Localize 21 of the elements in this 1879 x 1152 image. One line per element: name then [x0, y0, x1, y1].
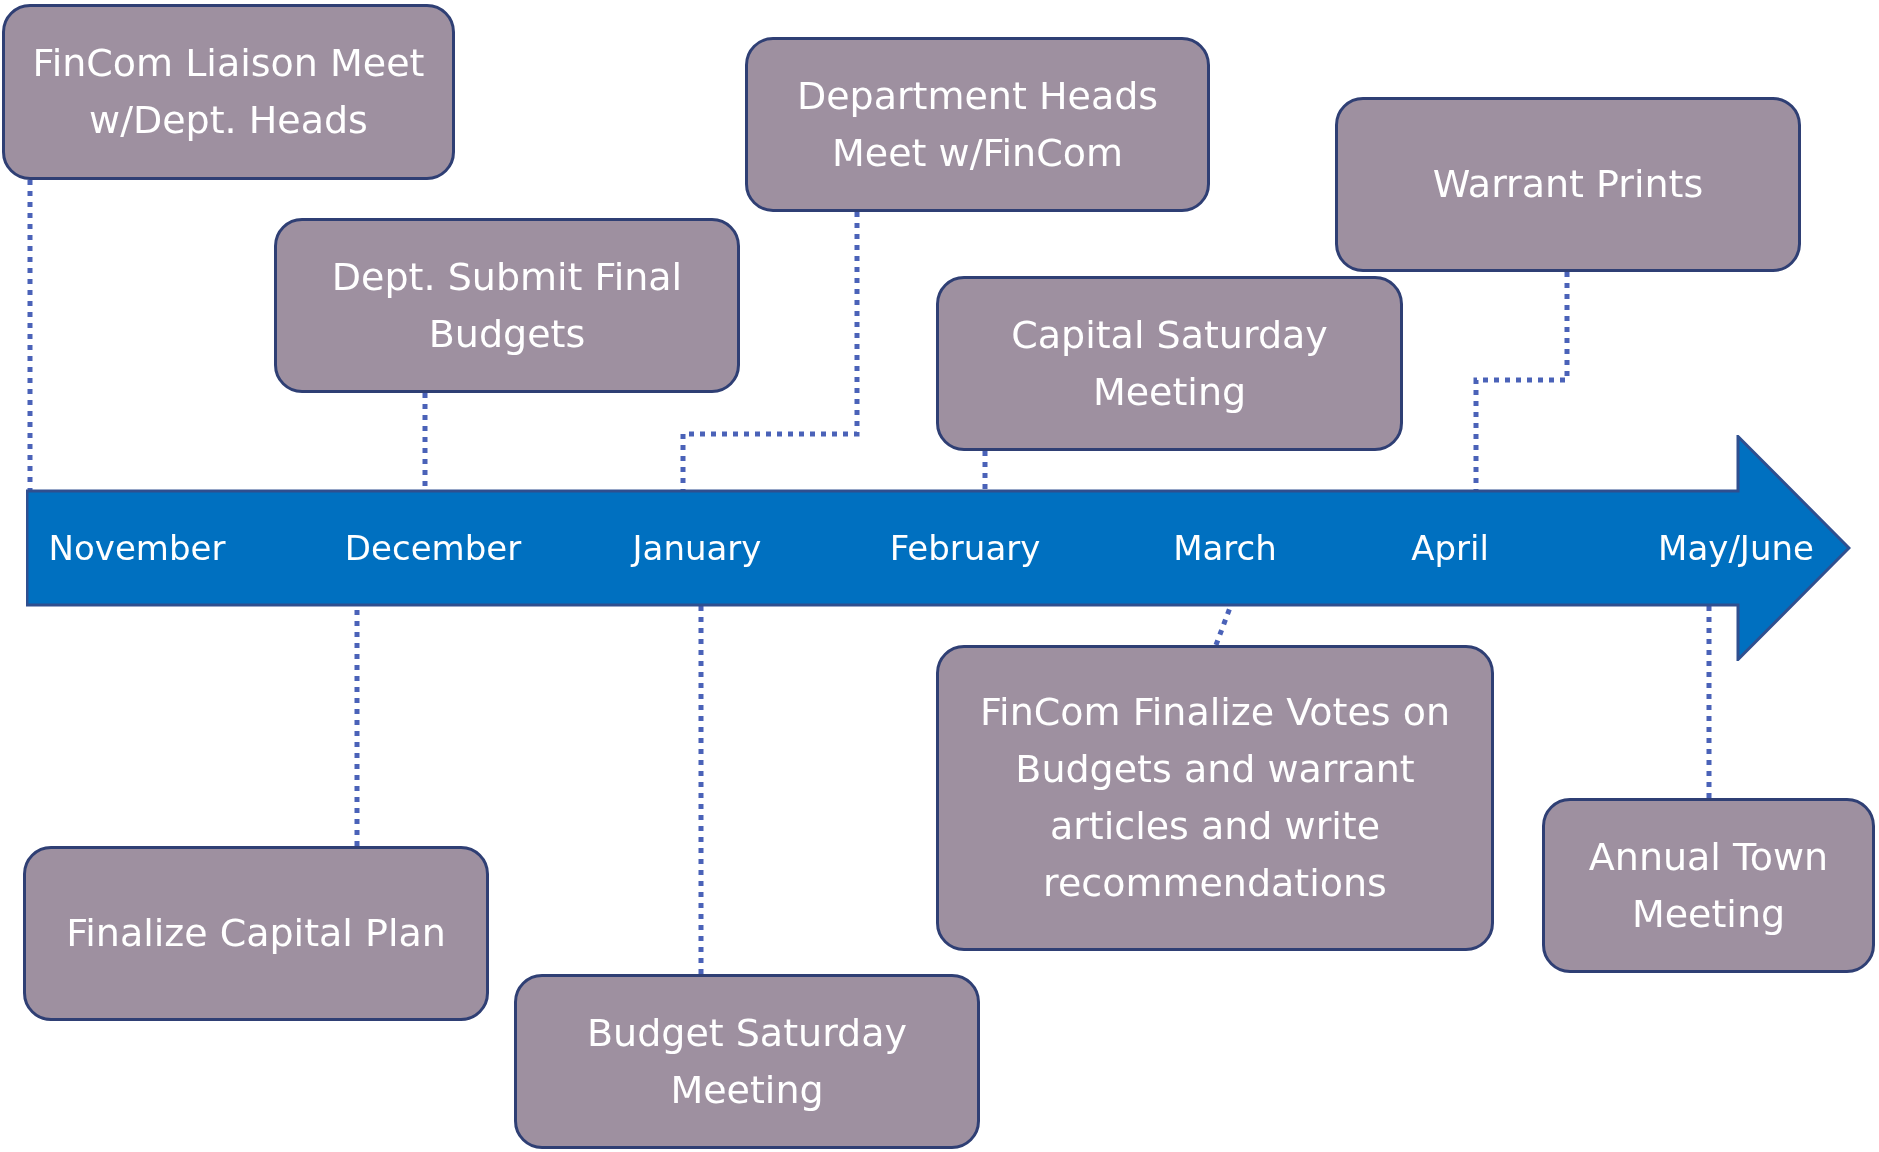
milestone-box: Capital Saturday Meeting	[936, 276, 1403, 451]
milestone-box: FinCom Liaison Meet w/Dept. Heads	[2, 4, 455, 180]
milestone-box: Annual Town Meeting	[1542, 798, 1875, 973]
leader-line	[27, 180, 33, 491]
leader-line	[1706, 605, 1712, 798]
month-label: March	[1173, 528, 1277, 568]
month-label: May/June	[1658, 528, 1814, 568]
milestone-box: Dept. Submit Final Budgets	[274, 218, 740, 393]
month-label: November	[48, 528, 226, 568]
milestone-box: Finalize Capital Plan	[23, 846, 489, 1021]
month-label: February	[889, 528, 1041, 568]
month-label: April	[1411, 528, 1489, 568]
month-label: January	[632, 528, 762, 568]
milestone-box: Warrant Prints	[1335, 97, 1801, 272]
timeline-arrow	[26, 435, 1851, 661]
leader-line	[982, 451, 988, 491]
milestone-box: FinCom Finalize Votes on Budgets and warrant articles and write recommendations	[936, 645, 1494, 951]
milestone-box: Budget Saturday Meeting	[514, 974, 980, 1149]
month-label: December	[344, 528, 522, 568]
milestone-box: Department Heads Meet w/FinCom	[745, 37, 1210, 212]
leader-line	[698, 605, 704, 974]
